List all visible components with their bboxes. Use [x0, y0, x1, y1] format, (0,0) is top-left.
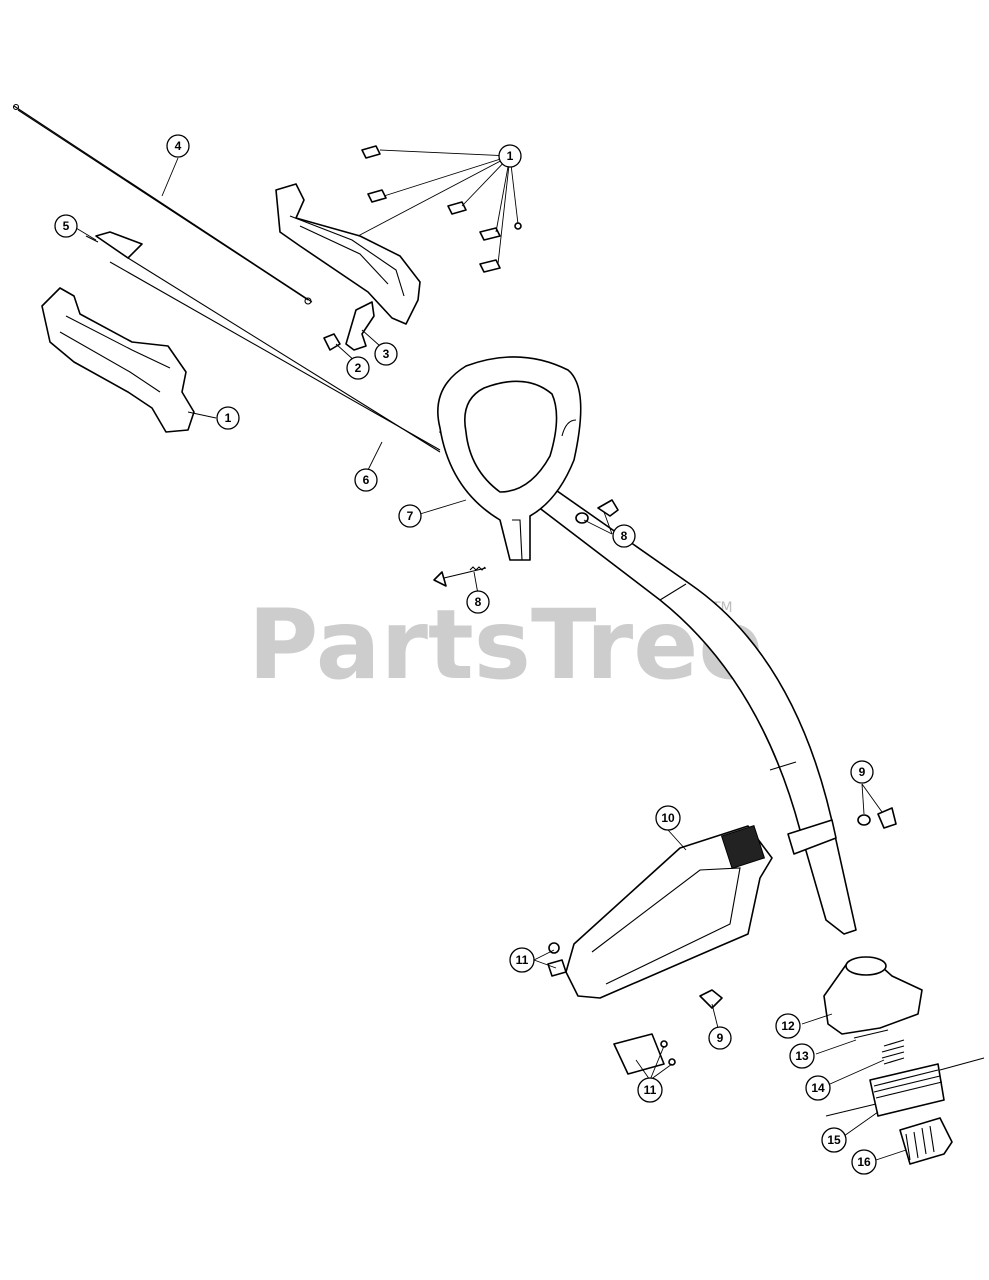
callout-1-handle: 1	[216, 406, 240, 430]
svg-text:6: 6	[363, 473, 370, 487]
svg-text:11: 11	[644, 1083, 657, 1097]
callout-16: 16	[851, 1149, 877, 1175]
svg-text:4: 4	[175, 139, 182, 153]
shaft-clamp-hardware	[699, 807, 897, 1009]
svg-text:11: 11	[516, 953, 529, 967]
svg-text:5: 5	[63, 219, 70, 233]
callout-9-clip: 9	[708, 1026, 732, 1050]
callout-9-wingnut: 9	[850, 760, 874, 784]
svg-text:9: 9	[717, 1031, 724, 1045]
spring	[881, 1039, 905, 1065]
callout-6: 6	[354, 468, 378, 492]
svg-text:14: 14	[811, 1081, 825, 1095]
loop-handle-hardware	[433, 499, 619, 587]
svg-text:1: 1	[225, 411, 232, 425]
bump-knob	[899, 1117, 953, 1165]
callout-8-hardware: 8	[612, 524, 636, 548]
main-shaft	[109, 261, 857, 935]
callout-1-screws: 1	[498, 144, 522, 168]
callout-13: 13	[789, 1043, 815, 1069]
handle-half-left	[41, 287, 195, 433]
throttle-cable	[12, 103, 313, 305]
svg-text:1: 1	[507, 149, 514, 163]
throttle-trigger-parts	[323, 301, 375, 351]
svg-text:9: 9	[859, 765, 866, 779]
callout-2: 2	[346, 356, 370, 380]
callout-10: 10	[655, 805, 681, 831]
svg-text:8: 8	[475, 595, 482, 609]
svg-text:12: 12	[781, 1019, 795, 1033]
svg-text:16: 16	[857, 1155, 871, 1169]
debris-guard	[565, 824, 773, 999]
callout-14: 14	[805, 1075, 831, 1101]
handle-half-right	[275, 183, 421, 325]
callout-5: 5	[54, 214, 78, 238]
callouts: 1 1 2 3 4 5 6 7 8 8 9 9 10 11 11 12 13 1…	[54, 134, 877, 1175]
svg-text:15: 15	[827, 1133, 841, 1147]
callout-7: 7	[398, 504, 422, 528]
trimmer-line-short	[853, 1029, 889, 1039]
callout-15: 15	[821, 1127, 847, 1153]
svg-text:7: 7	[407, 509, 414, 523]
callout-8-bolt: 8	[466, 590, 490, 614]
guard-screws-and-line-blade	[547, 942, 676, 1075]
callout-4: 4	[166, 134, 190, 158]
callout-11-screws: 11	[509, 947, 535, 973]
svg-text:3: 3	[383, 347, 390, 361]
callout-3: 3	[374, 342, 398, 366]
callout-11-blade: 11	[637, 1077, 663, 1103]
drive-shaft	[85, 231, 441, 453]
svg-text:8: 8	[621, 529, 628, 543]
svg-text:2: 2	[355, 361, 362, 375]
loop-handle	[437, 356, 582, 561]
svg-text:10: 10	[661, 811, 675, 825]
callout-12: 12	[775, 1013, 801, 1039]
spool	[825, 1057, 985, 1117]
trimmer-head-housing	[823, 956, 923, 1035]
screws	[361, 145, 522, 273]
svg-text:13: 13	[795, 1049, 809, 1063]
